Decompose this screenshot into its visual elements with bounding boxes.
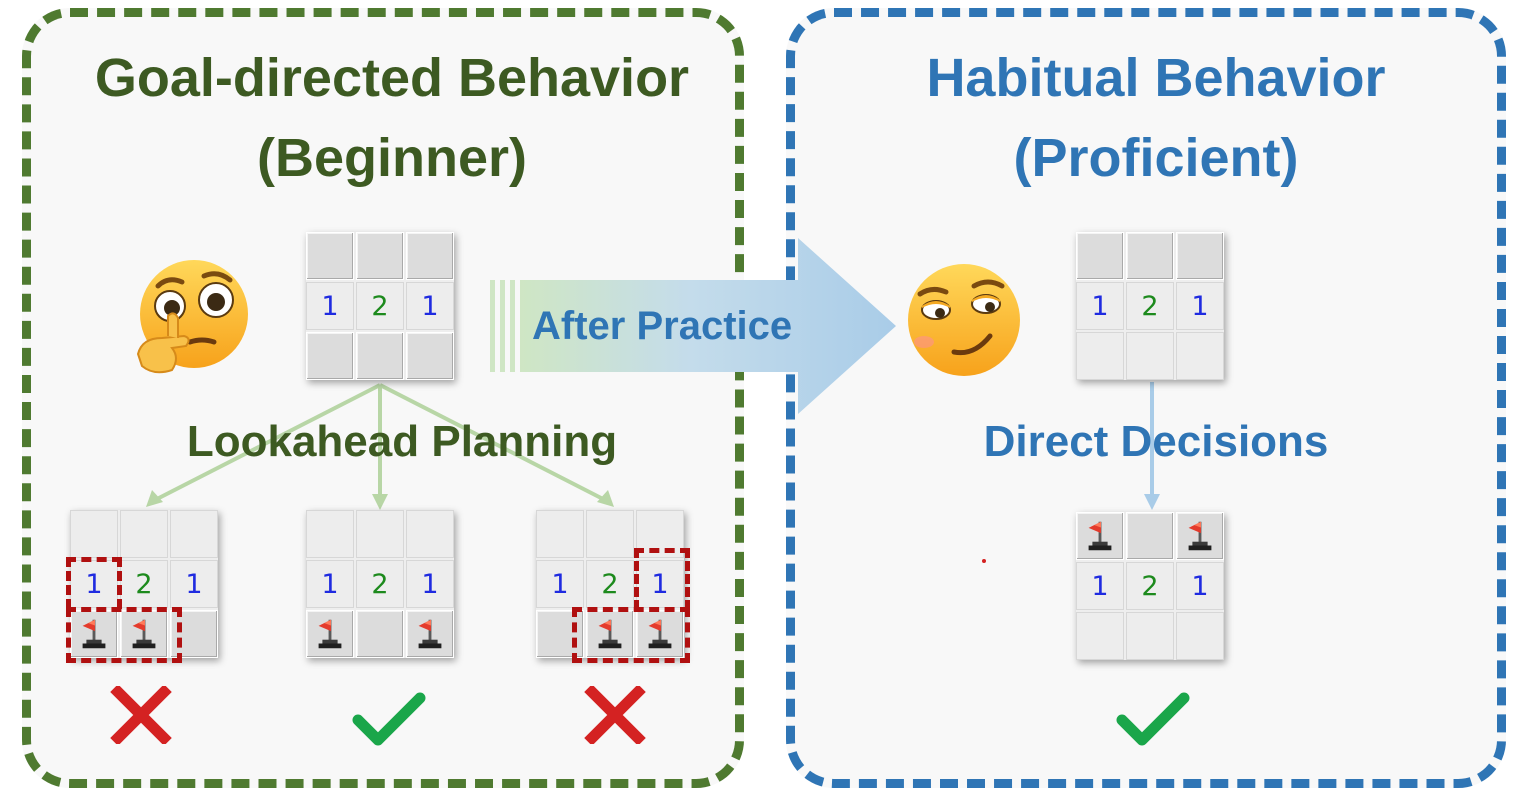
flat-cell (406, 510, 454, 558)
number-cell: 1 (70, 560, 118, 608)
red-dot (982, 559, 986, 563)
flat-cell (536, 510, 584, 558)
hidden-cell (406, 332, 454, 380)
hidden-cell (1126, 512, 1174, 560)
smirking-face-emoji (908, 264, 1020, 376)
flat-cell (586, 510, 634, 558)
flag-cell (1176, 512, 1224, 560)
habit-start-board: 1 2 1 (1076, 232, 1224, 380)
check-icon (352, 692, 426, 746)
hidden-cell (1126, 232, 1174, 280)
flag-cell (70, 610, 118, 658)
habitual-title: Habitual Behavior (926, 48, 1386, 108)
hidden-cell (356, 610, 404, 658)
flat-cell (70, 510, 118, 558)
highlight-box (66, 607, 182, 663)
number-cell: 1 (170, 560, 218, 608)
flag-cell (1076, 512, 1124, 560)
number-cell: 2 (586, 560, 634, 608)
flat-cell (1176, 612, 1224, 660)
hidden-cell (356, 232, 404, 280)
flat-cell (1076, 612, 1124, 660)
hidden-cell (406, 232, 454, 280)
flag-cell (586, 610, 634, 658)
number-cell: 1 (306, 560, 354, 608)
number-cell: 2 (1126, 282, 1174, 330)
hidden-cell (1176, 232, 1224, 280)
lookahead-planning-label: Lookahead Planning (186, 417, 618, 466)
thinking-face-emoji (136, 260, 248, 374)
beginner-subtitle: (Beginner) (257, 128, 527, 188)
number-cell: 1 (306, 282, 354, 330)
number-cell: 1 (406, 282, 454, 330)
flag-icon (411, 615, 449, 653)
after-practice-arrow (490, 238, 896, 414)
number-cell: 1 (1076, 282, 1124, 330)
direct-decisions-label: Direct Decisions (983, 417, 1329, 466)
hidden-cell (306, 232, 354, 280)
after-practice-label: After Practice (532, 304, 793, 348)
hidden-cell (356, 332, 404, 380)
highlight-box (572, 607, 690, 663)
flat-cell (1076, 332, 1124, 380)
flat-cell (170, 510, 218, 558)
number-cell: 2 (120, 560, 168, 608)
number-cell: 2 (356, 560, 404, 608)
hidden-cell (306, 332, 354, 380)
check-icon (1116, 692, 1190, 746)
hidden-cell (1076, 232, 1124, 280)
proficient-subtitle: (Proficient) (1013, 128, 1299, 188)
flag-icon (311, 615, 349, 653)
flag-cell (306, 610, 354, 658)
flat-cell (120, 510, 168, 558)
flat-cell (1126, 612, 1174, 660)
flat-cell (1126, 332, 1174, 380)
number-cell: 1 (1176, 562, 1224, 610)
number-cell: 1 (1076, 562, 1124, 610)
flag-cell (120, 610, 168, 658)
flat-cell (306, 510, 354, 558)
number-cell: 2 (356, 282, 404, 330)
flag-cell (406, 610, 454, 658)
highlight-box (66, 557, 122, 609)
option-board-a: 1 2 1 (70, 510, 218, 658)
goal-directed-title: Goal-directed Behavior (94, 48, 690, 108)
number-cell: 1 (1176, 282, 1224, 330)
number-cell: 2 (1126, 562, 1174, 610)
flag-icon (1181, 517, 1219, 555)
number-cell: 1 (406, 560, 454, 608)
habit-result-board: 1 2 1 (1076, 512, 1224, 660)
highlight-box (634, 548, 690, 610)
flat-cell (1176, 332, 1224, 380)
cross-icon (584, 686, 646, 744)
flat-cell (356, 510, 404, 558)
option-board-c: 1 2 1 (536, 510, 684, 658)
number-cell: 1 (536, 560, 584, 608)
start-board: 1 2 1 (306, 232, 454, 380)
cross-icon (110, 686, 172, 744)
flag-icon (1081, 517, 1119, 555)
option-board-b: 1 2 1 (306, 510, 454, 658)
